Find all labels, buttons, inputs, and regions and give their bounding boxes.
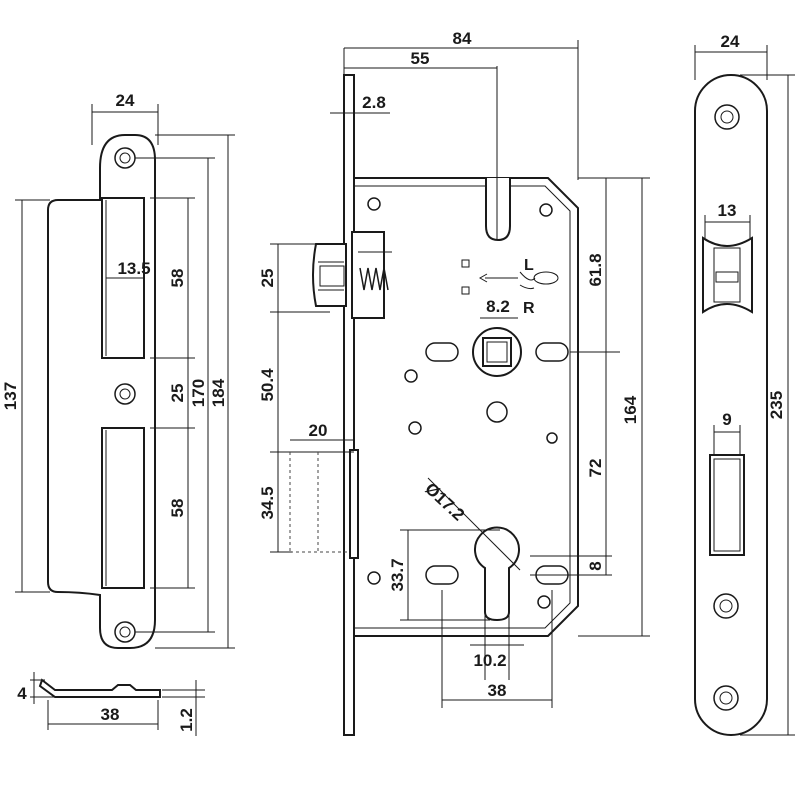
latch-spring <box>359 267 389 291</box>
follower-left-slot <box>425 342 459 362</box>
strike-hole-spacing-label: 170 <box>189 379 208 407</box>
body-screw-top-right <box>539 203 553 217</box>
strike-gap-label: 25 <box>168 384 187 403</box>
strike-bottom-screw-hole <box>114 621 136 643</box>
strike-slot-top-label: 58 <box>168 269 187 288</box>
faceplate <box>694 74 768 736</box>
handing-left-label: L <box>524 257 534 274</box>
lock-top-notch <box>485 178 511 242</box>
cylinder-slot-label: 10.2 <box>473 651 506 670</box>
body-screw-bottom-right <box>537 595 551 609</box>
strike-side-length-label: 38 <box>101 705 120 724</box>
lock-forend <box>343 74 355 736</box>
strike-top-screw-hole <box>114 147 136 169</box>
latch-to-bolt-label: 50.4 <box>258 368 277 402</box>
strike-slot-bottom-label: 58 <box>168 499 187 518</box>
faceplate-bottom-screw-hole <box>713 685 739 711</box>
strike-side-view: 4 38 1.2 <box>17 672 205 736</box>
faceplate-bolt-opening <box>709 454 745 556</box>
faceplate-latch-opening-label: 13 <box>718 201 737 220</box>
strike-bolt-slot <box>101 427 145 589</box>
backset-label: 55 <box>411 49 430 68</box>
strike-width-label: 24 <box>116 91 135 110</box>
top-to-follower-label: 61.8 <box>586 253 605 286</box>
body-screw-bottom-left <box>367 571 381 585</box>
strike-plate-dimensions: 24 13.5 58 25 58 170 184 137 <box>1 91 235 649</box>
latch-height-label: 25 <box>258 269 277 288</box>
lock-body-dimensions: 84 55 2.8 25 50.4 20 34.5 33.7 Ø17.2 10.… <box>258 29 650 708</box>
cylinder-cutout <box>474 526 520 622</box>
strike-side-thickness-label: 1.2 <box>177 708 196 732</box>
strike-length-label: 184 <box>209 378 228 407</box>
follower-square <box>482 337 512 367</box>
lock-body: L R <box>312 74 579 736</box>
latch-bolt <box>312 243 347 307</box>
follower-right-slot <box>535 342 569 362</box>
deadbolt-face <box>349 449 359 559</box>
faceplate-top-screw-hole <box>714 104 740 130</box>
strike-side-height-label: 4 <box>17 684 27 703</box>
faceplate-dimensions: 24 13 9 235 <box>694 32 795 736</box>
follower-to-cylinder-label: 72 <box>586 459 605 478</box>
faceplate-length-label: 235 <box>767 391 786 419</box>
lock-case <box>353 177 579 637</box>
cylinder-left-slot <box>425 565 459 585</box>
faceplate-thickness-label: 2.8 <box>362 93 386 112</box>
handing-right-label: R <box>523 300 535 317</box>
faceplate-bolt-opening-label: 9 <box>722 410 731 429</box>
strike-plate <box>47 134 156 649</box>
follower-size-label: 8.2 <box>486 297 510 316</box>
strike-side-profile <box>38 678 161 698</box>
screw-spacing-label: 38 <box>488 681 507 700</box>
faceplate-width-label: 24 <box>721 32 740 51</box>
overall-depth-label: 84 <box>453 29 472 48</box>
deadbolt-throw-label: 20 <box>309 421 328 440</box>
deadbolt-height-label: 34.5 <box>258 486 277 519</box>
faceplate-middle-screw-hole <box>713 593 739 619</box>
body-height-label: 164 <box>621 395 640 424</box>
strike-middle-screw-hole <box>114 383 136 405</box>
cylinder-offset-label: 33.7 <box>388 558 407 591</box>
faceplate-latch-opening <box>702 236 753 314</box>
body-screw-top-left <box>367 197 381 211</box>
cylinder-clearance-label: 8 <box>586 561 605 570</box>
faceplate-outline <box>694 74 768 736</box>
strike-lip-length-label: 137 <box>1 382 20 410</box>
strike-slot-inset-label: 13.5 <box>117 259 150 278</box>
